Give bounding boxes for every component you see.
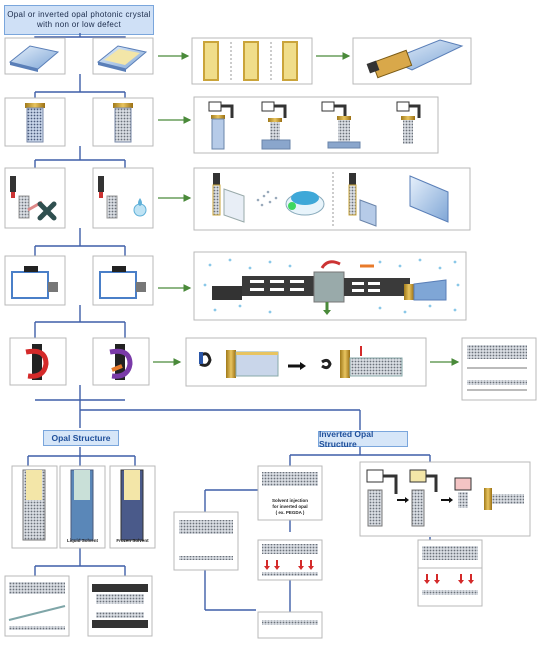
row4-right-panel (92, 255, 154, 306)
row5-lyophilize-panel (185, 337, 427, 387)
row1-left-panel (4, 37, 66, 75)
row1-right-panel (92, 37, 154, 75)
title-box: Opal or inverted opal photonic crystal w… (4, 5, 154, 35)
row5-result-panel (461, 337, 537, 401)
opal-tube-panel-2 (59, 465, 106, 549)
row2-right-panel (92, 97, 154, 147)
opal-structure-label: Opal Structure (51, 433, 111, 443)
row3-right-panel (92, 167, 154, 229)
row3-left-panel (4, 167, 66, 229)
title-text: Opal or inverted opal photonic crystal w… (7, 10, 151, 29)
row5-right-panel (92, 337, 150, 386)
inverted-injection-panel (257, 465, 323, 521)
opal-tube-panel-3 (109, 465, 156, 549)
row1-strips-panel (191, 37, 313, 85)
row2-setup-panel (193, 96, 439, 154)
inverted-opal-structure-label: Inverted Opal Structure (319, 429, 374, 449)
inverted-result-panel-1 (417, 539, 483, 569)
inverted-bottom-panel (257, 611, 323, 639)
row2-left-panel (4, 97, 66, 147)
row4-left-panel (4, 255, 66, 306)
inverted-opal-structure-header: Inverted Opal Structure (318, 429, 408, 449)
frozen-solvent-label: Frozen Solvent (116, 538, 149, 543)
inverted-middle-panel (173, 511, 239, 571)
left-tree-lines (27, 33, 431, 612)
inverted-result-panel-2 (417, 567, 483, 607)
row3-treatment-panel (193, 167, 471, 231)
liquid-solvent-label: Liquid Solvent (67, 538, 98, 543)
inverted-process-panel (359, 461, 531, 537)
row5-left-panel (9, 337, 67, 386)
opal-structure-header: Opal Structure (43, 430, 119, 446)
opal-tube-panel-1 (11, 465, 58, 549)
inverted-arrows-panel (257, 539, 323, 581)
row1-holder-panel (352, 37, 472, 85)
opal-result-panel-2 (87, 575, 153, 637)
solvent-injection-label: Solvent injection for inverted opal ( ex… (271, 498, 308, 515)
opal-result-panel-1 (4, 575, 70, 637)
row4-freeze-panel (193, 251, 467, 321)
